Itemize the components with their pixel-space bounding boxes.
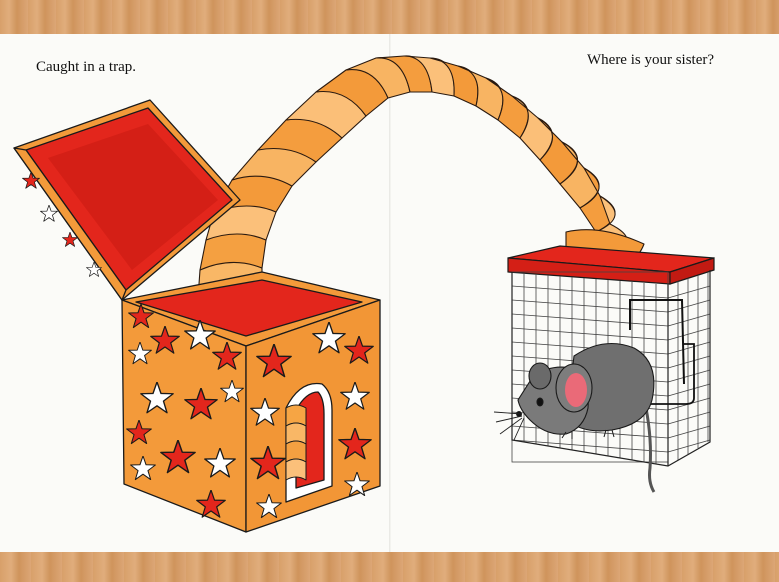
mouse-ear-inner — [565, 373, 587, 407]
wood-table-bottom — [0, 552, 779, 582]
jack-in-the-box — [13, 99, 381, 533]
mouse-feet — [561, 429, 615, 439]
box-interior — [135, 279, 363, 337]
mouse-whiskers — [493, 411, 525, 441]
right-page-caption: Where is your sister? — [587, 52, 715, 68]
cage-trap-wire — [640, 343, 695, 405]
box-lid-inner-shadow — [48, 124, 218, 270]
box-lid-edge — [13, 147, 127, 301]
cage-trap-door — [629, 299, 685, 385]
mouse-eye — [536, 397, 544, 407]
mouse-tail — [644, 407, 656, 493]
cage-roof-side — [669, 257, 715, 285]
mouse-ear-back — [528, 362, 552, 390]
door-accordion — [285, 404, 307, 481]
book-gutter — [389, 34, 391, 552]
wood-table-top — [0, 0, 779, 34]
left-page-caption: Caught in a trap. — [36, 59, 136, 75]
mouse — [493, 343, 656, 493]
